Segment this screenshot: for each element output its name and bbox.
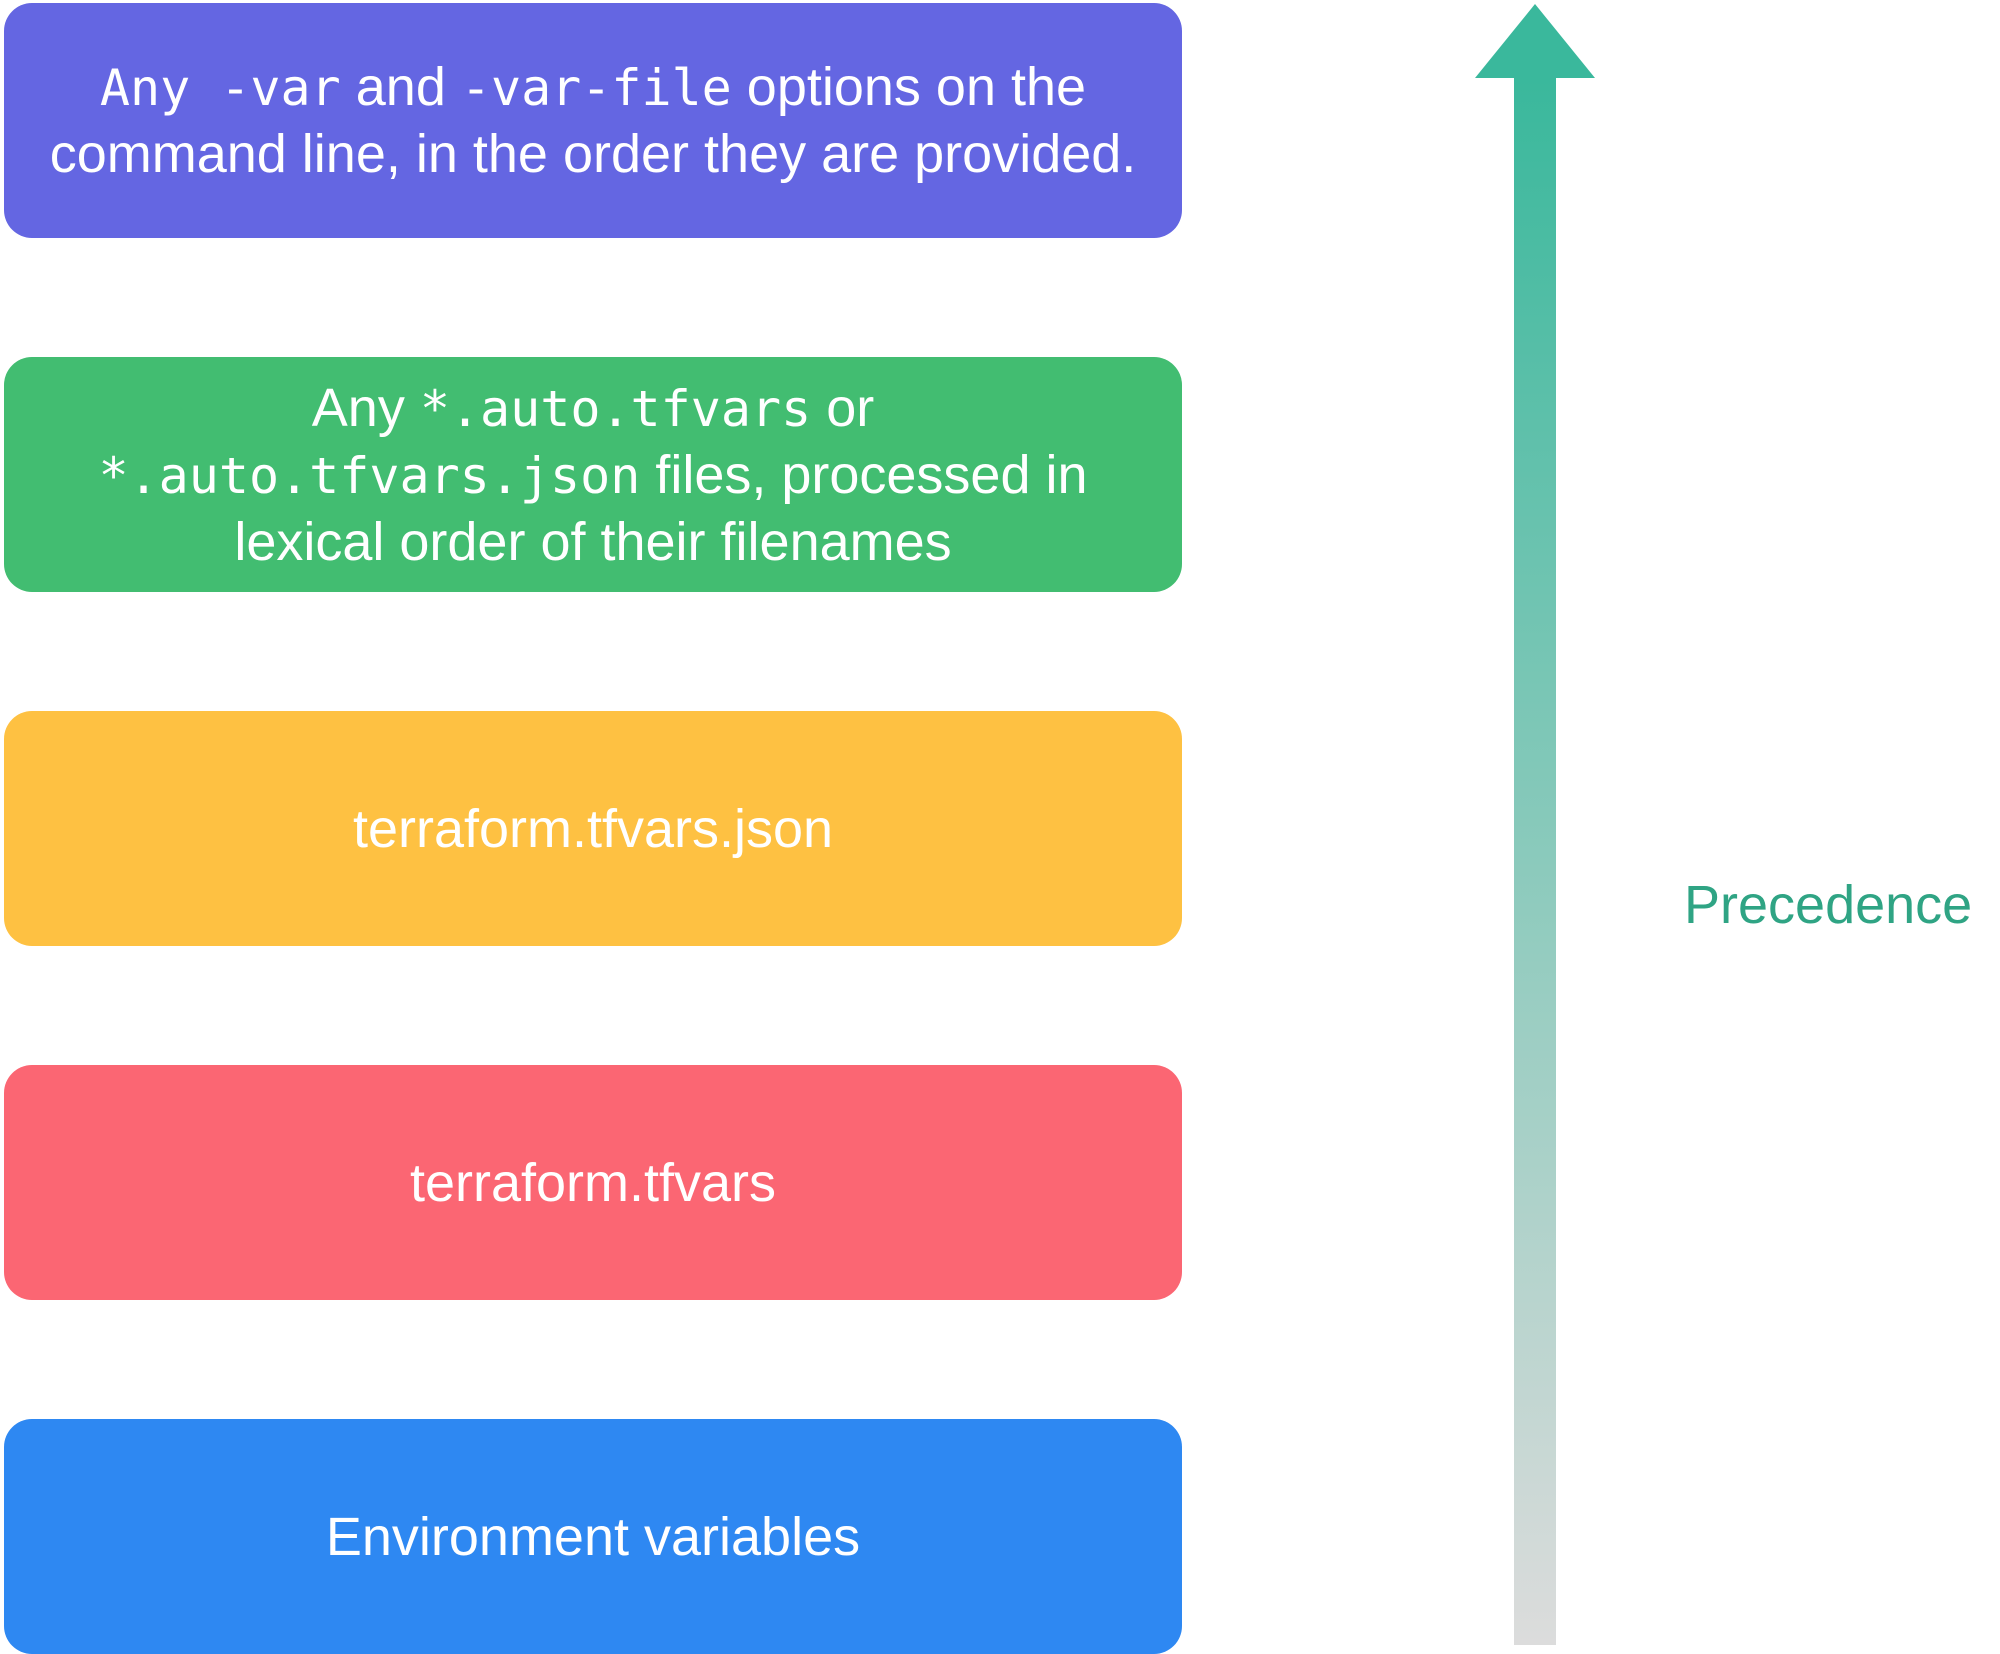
code-auto-tfvars-json: *.auto.tfvars.json — [98, 446, 641, 505]
layer-terraform-tfvars: terraform.tfvars — [4, 1065, 1182, 1300]
layer-command-line-vars: Any -var and -var-file options on the co… — [4, 3, 1182, 238]
layer-environment-variables: Environment variables — [4, 1419, 1182, 1654]
layer-auto-tfvars: Any *.auto.tfvars or *.auto.tfvars.json … — [4, 357, 1182, 592]
precedence-arrow-icon — [1475, 4, 1595, 1645]
layer-environment-variables-text: Environment variables — [325, 1506, 861, 1567]
code-var-file: -var-file — [460, 59, 732, 117]
text-files-processed: files, processed in lexical order of the… — [234, 444, 1088, 572]
text-or: or — [811, 377, 875, 438]
code-any-var: Any -var — [99, 59, 341, 117]
precedence-label: Precedence — [1684, 875, 1973, 935]
layer-terraform-tfvars-json-text: terraform.tfvars.json — [352, 798, 834, 859]
text-and: and — [340, 57, 461, 117]
layer-command-line-vars-text: Any -var and -var-file options on the co… — [28, 54, 1158, 187]
code-auto-tfvars: *.auto.tfvars — [419, 379, 812, 438]
arrow-shaft — [1514, 78, 1556, 1645]
layer-auto-tfvars-text: Any *.auto.tfvars or *.auto.tfvars.json … — [28, 375, 1158, 575]
text-options-on-command-line: options on the command line, in the orde… — [49, 57, 1137, 184]
layer-terraform-tfvars-json: terraform.tfvars.json — [4, 711, 1182, 946]
arrow-head — [1475, 4, 1595, 78]
layer-terraform-tfvars-text: terraform.tfvars — [409, 1152, 777, 1213]
text-any: Any — [311, 377, 420, 438]
